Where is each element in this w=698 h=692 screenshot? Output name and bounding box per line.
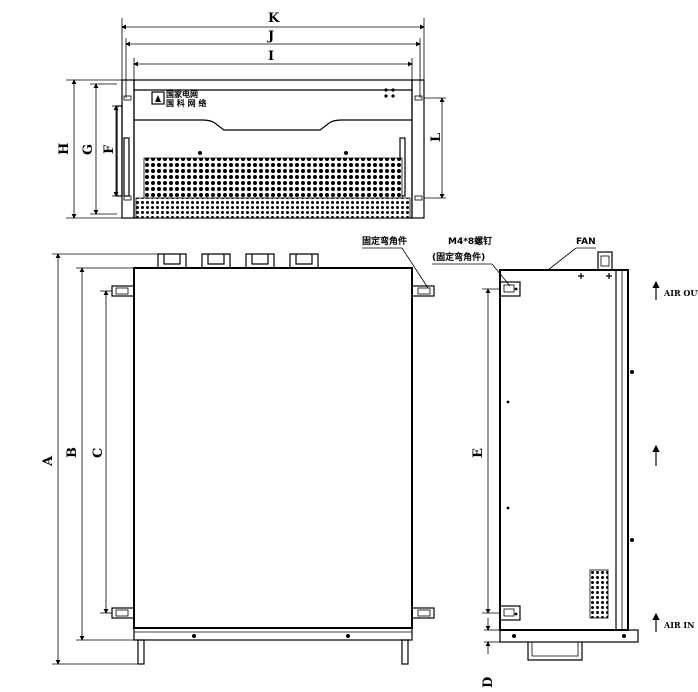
air-out-label: AIR OUT bbox=[663, 288, 698, 298]
dim-E-label: E bbox=[471, 448, 486, 458]
indicator-dots-icon bbox=[384, 88, 395, 98]
dim-G-label: G bbox=[81, 144, 96, 155]
screw-bracket-note: (固定弯角件) bbox=[432, 251, 485, 263]
dim-I-label: I bbox=[268, 49, 274, 64]
front-view: K J I 国家电网 国 科 网 络 bbox=[57, 11, 446, 219]
logo-line1: 国家电网 bbox=[166, 89, 198, 99]
air-in-label: AIR IN bbox=[663, 620, 694, 630]
dim-B-label: B bbox=[65, 447, 80, 458]
fan-label: FAN bbox=[576, 237, 596, 247]
screw-note: M4*8螺钉 bbox=[448, 235, 492, 247]
fixed-bracket-note: 固定弯角件 bbox=[362, 235, 407, 247]
logo-emblem-icon bbox=[151, 91, 165, 105]
dim-D-label: D bbox=[481, 677, 496, 688]
dim-J-label: J bbox=[267, 29, 274, 44]
dim-F-label: F bbox=[102, 144, 117, 154]
top-view: 固定弯角件 A B C bbox=[41, 235, 435, 665]
dim-A-label: A bbox=[41, 455, 56, 467]
dim-L-label: L bbox=[429, 133, 444, 142]
dim-K-label: K bbox=[268, 11, 280, 26]
logo-line2: 国 科 网 络 bbox=[166, 98, 206, 108]
dim-H-label: H bbox=[57, 143, 72, 155]
dim-C-label: C bbox=[91, 448, 106, 458]
side-view: FAN M4*8螺钉 (固定弯角件) bbox=[432, 235, 698, 688]
